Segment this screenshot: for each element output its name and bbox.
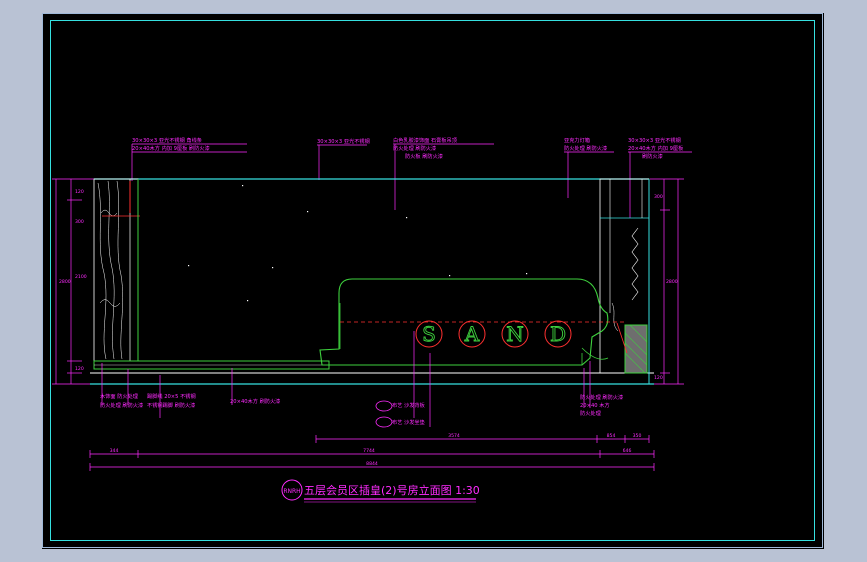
dim-right-2: 2800 xyxy=(666,279,678,285)
sofa xyxy=(319,278,628,366)
left-wood-panel xyxy=(93,178,140,362)
dim-right-3: 120 xyxy=(654,375,663,381)
material-tags xyxy=(375,400,393,428)
dim-total: 8844 xyxy=(366,461,378,467)
callout-top-center-right-2: 防火处理 刷防火漆 xyxy=(393,144,436,152)
callout-bottom-mid-a: 布艺 沙发背板 xyxy=(392,401,426,409)
bottom-dimension-chain xyxy=(89,435,655,471)
dim-left-5: 120 xyxy=(75,366,84,372)
callout-bottom-right-1: 防火处理 刷防火漆 xyxy=(580,393,623,401)
bottom-dimension-labels: 3574 854 350 344 7744 646 8844 xyxy=(110,433,642,467)
dim-row2-1: 344 xyxy=(110,448,119,454)
elevation-drawing: 30×30×3 亚光不锈钢 角线条 20×40木方 内加 9厘板 刷防火漆 30… xyxy=(42,13,823,548)
right-dimension-labels: 300 2800 120 xyxy=(654,194,678,381)
bottom-leaders xyxy=(101,331,591,427)
callout-bottom-right-2: 20×40 木方 xyxy=(580,401,610,409)
callout-bottom-right-3: 防火处理 xyxy=(580,409,602,417)
sign-circle-s xyxy=(415,320,443,348)
material-tag-a xyxy=(375,400,393,412)
tile-hatch xyxy=(624,324,648,374)
sand-sign: S A N D xyxy=(415,320,572,348)
dim-right-1: 300 xyxy=(654,194,663,200)
callout-bottom-mid-b: 布艺 沙发坐垫 xyxy=(392,418,426,426)
callout-top-center-right-3: 防火板 刷防火漆 xyxy=(405,152,443,160)
callout-top-right-a-1: 亚克力灯箱 xyxy=(564,136,590,144)
callout-top-center-right-1: 白色乳胶漆饰面 石膏板吊顶 xyxy=(393,136,457,144)
sign-circle-a xyxy=(458,320,486,348)
left-dimension-labels: 120 300 2100 2800 120 xyxy=(59,189,87,372)
callout-bottom-left-b-1: 踢脚线 20×5 不锈钢 xyxy=(147,392,196,400)
callout-top-left-2: 20×40木方 内加 9厘板 刷防火漆 xyxy=(132,144,210,152)
callout-top-right-b-2: 20×40木方 内加 9厘板 xyxy=(628,144,684,152)
callout-top-right-b-1: 30×30×3 亚光不锈钢 xyxy=(628,136,681,144)
sign-letter-s: S xyxy=(422,322,436,346)
dim-left-4: 2800 xyxy=(59,279,71,285)
sign-letter-a: A xyxy=(464,322,480,346)
dim-row1-2: 854 xyxy=(607,433,616,439)
drawing-border xyxy=(50,20,815,541)
dim-row1-3: 350 xyxy=(633,433,642,439)
sign-letter-n: N xyxy=(506,322,524,346)
title-circle xyxy=(281,479,303,501)
reference-points xyxy=(188,185,528,302)
drawing-title: RNRH 五层会员区插皇(2)号房立面图 1:30 xyxy=(281,479,480,503)
title-text: 五层会员区插皇(2)号房立面图 1:30 xyxy=(304,483,480,497)
dim-row2-2: 7744 xyxy=(363,448,375,454)
callout-top-right-b-3: 刷防火漆 xyxy=(642,152,663,160)
title-prefix: RNRH xyxy=(283,488,300,495)
dim-left-3: 2100 xyxy=(75,274,87,280)
sign-circle-n xyxy=(501,320,529,348)
left-dimension-chain xyxy=(52,178,94,385)
callout-bottom-left-a-1: 木饰面 防火处理 xyxy=(100,392,139,400)
callout-bottom-left-a-2: 防火处理 刷防火漆 xyxy=(100,401,143,409)
cad-viewport[interactable]: 30×30×3 亚光不锈钢 角线条 20×40木方 内加 9厘板 刷防火漆 30… xyxy=(42,13,824,549)
dim-left-1: 120 xyxy=(75,189,84,195)
callout-bottom-left-b-2: 不锈钢踢脚 刷防火漆 xyxy=(147,401,195,409)
sign-letter-d: D xyxy=(550,322,566,346)
outer-frame xyxy=(42,13,823,548)
dim-row2-3: 646 xyxy=(623,448,632,454)
callout-bottom-center: 20×40木方 刷防火漆 xyxy=(230,397,280,405)
material-tag-b xyxy=(375,416,393,428)
sign-circle-d xyxy=(544,320,572,348)
top-callouts: 30×30×3 亚光不锈钢 角线条 20×40木方 内加 9厘板 刷防火漆 30… xyxy=(132,136,684,160)
top-leaders xyxy=(131,143,692,218)
bottom-callouts: 木饰面 防火处理 防火处理 刷防火漆 踢脚线 20×5 不锈钢 不锈钢踢脚 刷防… xyxy=(100,392,623,426)
dim-left-2: 300 xyxy=(75,219,84,225)
right-dimension-chain xyxy=(650,178,684,385)
callout-top-center-left: 30×30×3 亚光不锈钢 xyxy=(317,137,370,145)
callout-top-left-1: 30×30×3 亚光不锈钢 角线条 xyxy=(132,136,202,144)
dim-row1-1: 3574 xyxy=(448,433,460,439)
callout-top-right-a-2: 防火处理 刷防火漆 xyxy=(564,144,607,152)
